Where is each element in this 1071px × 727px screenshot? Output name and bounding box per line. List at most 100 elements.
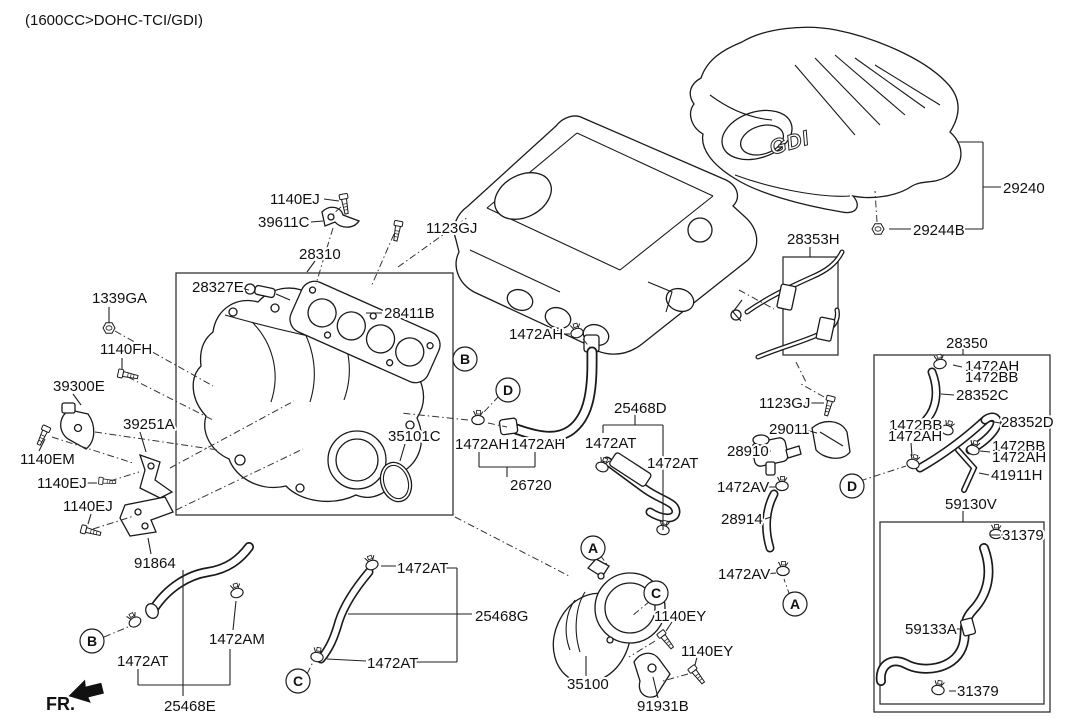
part-label-1472AT: 1472AT — [397, 560, 448, 577]
bracket-39611c — [321, 206, 360, 228]
part-label-28310: 28310 — [299, 246, 341, 263]
part-label-25468G: 25468G — [475, 608, 528, 625]
part-label-41911H: 41911H — [991, 467, 1042, 484]
part-label-1472AH: 1472AH — [992, 449, 1046, 466]
part-label-91931B: 91931B — [637, 698, 689, 715]
part-label-1123GJ: 1123GJ — [426, 220, 477, 237]
assembly-reference-lines — [51, 190, 907, 682]
callout-B: B — [79, 628, 105, 654]
leader-lines — [38, 141, 1001, 699]
part-label-39300E: 39300E — [53, 378, 105, 395]
bracket-91864 — [119, 496, 174, 537]
part-label-28352D: 28352D — [1001, 414, 1054, 431]
throttle-o-ring — [379, 461, 413, 503]
hose-subgroup-box — [879, 521, 1045, 705]
part-label-1472AV: 1472AV — [717, 479, 769, 496]
part-label-91864: 91864 — [134, 555, 176, 572]
hose-28352d — [915, 412, 1002, 473]
hose-26720 — [498, 334, 600, 442]
hose-59130v — [875, 543, 994, 686]
engine-cover: GDI — [689, 26, 962, 214]
part-label-1472AH: 1472AH — [511, 436, 565, 453]
part-label-1123GJ: 1123GJ — [759, 395, 810, 412]
part-label-1472AT: 1472AT — [367, 655, 418, 672]
part-label-35101C: 35101C — [388, 428, 441, 445]
part-label-25468E: 25468E — [164, 698, 216, 715]
svg-text:A: A — [790, 596, 800, 612]
hose-group-box — [873, 354, 1051, 713]
part-label-1140EM: 1140EM — [20, 451, 75, 468]
manifold-group-box — [175, 272, 454, 516]
callout-C: C — [285, 668, 311, 694]
part-label-29244B: 29244B — [913, 222, 965, 239]
part-label-1472BB: 1472BB — [992, 438, 1045, 455]
hose-28352c — [921, 367, 941, 425]
part-label-1140FH: 1140FH — [100, 341, 152, 358]
manifold-gasket — [289, 280, 441, 384]
part-label-1140EJ: 1140EJ — [37, 475, 87, 492]
pipe-assy-28353h — [730, 249, 845, 360]
part-label-28327E: 28327E — [192, 279, 244, 296]
svg-text:D: D — [503, 382, 513, 398]
part-label-1472AV: 1472AV — [718, 566, 770, 583]
cylinder-head — [453, 115, 758, 355]
callouts-layer: A B D B C C A D — [79, 346, 865, 694]
part-label-39251A: 39251A — [123, 416, 175, 433]
part-label-28352C: 28352C — [956, 387, 1009, 404]
part-label-59133A: 59133A — [905, 621, 957, 638]
part-label-31379: 31379 — [1002, 527, 1044, 544]
part-label-35100: 35100 — [567, 676, 609, 693]
part-label-28910: 28910 — [727, 443, 769, 460]
part-label-1472AT: 1472AT — [585, 435, 636, 452]
callout-A: A — [580, 535, 606, 561]
part-label-28411B: 28411B — [384, 305, 435, 322]
svg-text:C: C — [651, 585, 661, 601]
hose-25468d — [602, 452, 681, 523]
part-label-1140EJ: 1140EJ — [270, 191, 320, 208]
bracket-91931b — [633, 652, 671, 698]
callout-D: D — [495, 377, 521, 403]
part-label-29240: 29240 — [1003, 180, 1045, 197]
svg-text:D: D — [847, 478, 857, 494]
fr-direction-indicator: FR. — [46, 679, 104, 714]
fr-arrow-icon — [68, 679, 104, 703]
callout-C: C — [643, 580, 669, 606]
sensor-28327e — [244, 283, 291, 301]
hose-25468g — [316, 567, 374, 664]
part-label-1472AM: 1472AM — [209, 631, 265, 648]
part-label-39611C: 39611C — [258, 214, 310, 231]
part-label-1472AT: 1472AT — [647, 455, 698, 472]
svg-text:A: A — [588, 540, 598, 556]
fitting-59133a — [959, 617, 977, 637]
part-label-1472AH: 1472AH — [888, 428, 942, 445]
bracket-39251a — [138, 453, 174, 499]
part-label-28353H: 28353H — [787, 231, 840, 248]
part-label-26720: 26720 — [510, 477, 552, 494]
callout-B: B — [452, 346, 478, 372]
callout-D: D — [839, 473, 865, 499]
part-label-1472AT: 1472AT — [117, 653, 168, 670]
hose-28914 — [762, 489, 779, 553]
part-label-31379: 31379 — [957, 683, 999, 700]
page-title: (1600CC>DOHC-TCI/GDI) — [25, 12, 203, 29]
part-label-25468D: 25468D — [614, 400, 667, 417]
part-label-28350: 28350 — [946, 335, 988, 352]
sensor-39300e — [60, 402, 95, 450]
bracket-29011 — [811, 421, 851, 459]
svg-text:B: B — [87, 633, 97, 649]
part-label-1140EJ: 1140EJ — [63, 498, 113, 515]
part-label-59130V: 59130V — [945, 496, 997, 513]
callout-A: A — [782, 591, 808, 617]
hose-25468e — [145, 542, 254, 619]
part-label-28914: 28914 — [721, 511, 763, 528]
part-label-1472AH: 1472AH — [509, 326, 563, 343]
fr-label: FR. — [46, 694, 75, 714]
part-label-1472BB: 1472BB — [965, 369, 1018, 386]
part-label-1140EY: 1140EY — [654, 608, 706, 625]
pipe-41911h — [955, 447, 978, 493]
part-label-1472AH: 1472AH — [965, 358, 1019, 375]
part-label-1140EY: 1140EY — [681, 643, 733, 660]
svg-text:B: B — [460, 351, 470, 367]
